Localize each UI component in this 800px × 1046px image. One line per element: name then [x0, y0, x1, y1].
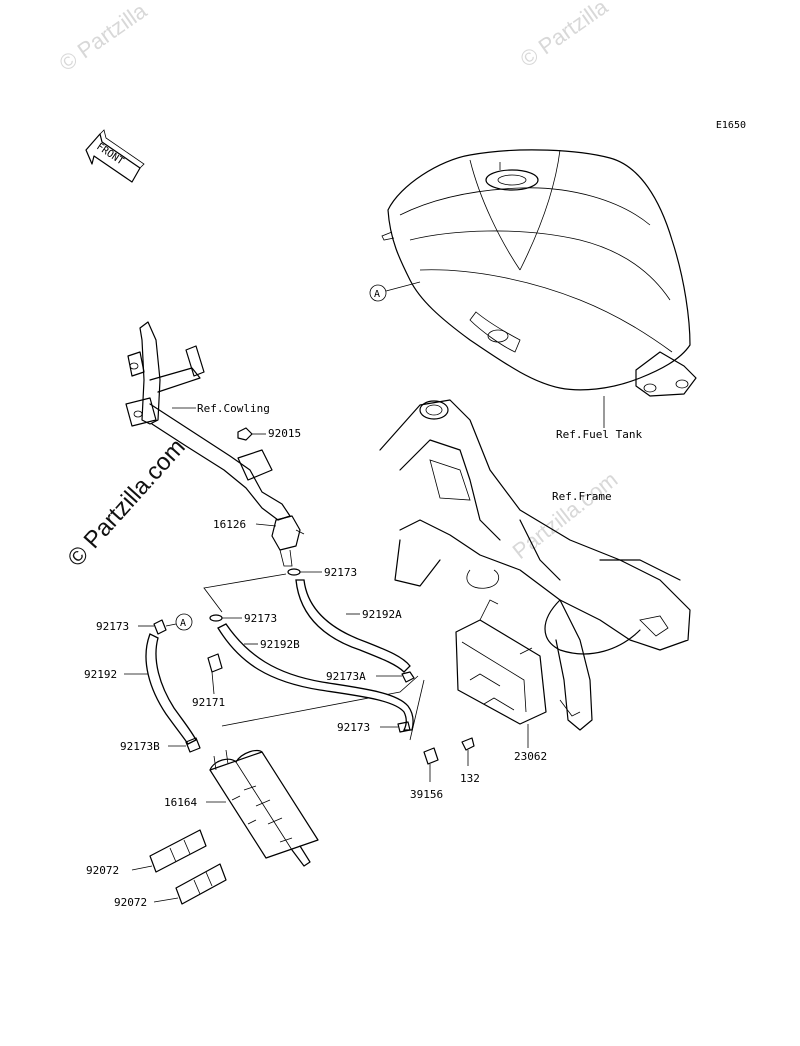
label-92173-bottom: 92173 [337, 721, 370, 734]
label-92173-left: 92173 [96, 620, 129, 633]
part-132-bolt: 132 [460, 737, 480, 785]
label-92192: 92192 [84, 668, 117, 681]
label-92192b: 92192B [260, 638, 300, 651]
part-39156-pad: 39156 [410, 747, 443, 801]
watermark-side: © Partzilla.com [62, 434, 190, 572]
part-92072-band-upper: 92072 [86, 829, 207, 877]
part-16164-canister: 16164 [164, 749, 319, 867]
part-92173a-clip: 92173A [326, 670, 415, 683]
part-92192b-hose: 92192B [217, 623, 414, 731]
front-arrow-icon: FRONT [85, 129, 145, 183]
svg-text:© Partzilla.com: © Partzilla.com [62, 434, 190, 572]
watermark-top-left: © Partzilla [55, 0, 152, 76]
label-16126: 16126 [213, 518, 246, 531]
part-92192-hose: 92192 [84, 633, 197, 745]
label-92072-upper: 92072 [86, 864, 119, 877]
label-16164: 16164 [164, 796, 197, 809]
label-92173-top: 92173 [324, 566, 357, 579]
label-92173a: 92173A [326, 670, 366, 683]
diagram-code: E1650 [716, 120, 746, 131]
ref-fuel-tank: Ref.Fuel Tank [556, 428, 642, 441]
svg-text:© Partzilla: © Partzilla [516, 0, 613, 72]
watermark-top-right: © Partzilla [516, 0, 613, 72]
label-132: 132 [460, 772, 480, 785]
part-92015-nut: 92015 [237, 427, 301, 441]
label-92015: 92015 [268, 427, 301, 440]
watermark-frame-overlay: Partzilla.com [508, 467, 623, 564]
ref-cowling: Ref.Cowling [197, 402, 270, 415]
label-92171: 92171 [192, 696, 225, 709]
svg-text:Partzilla.com: Partzilla.com [508, 467, 623, 564]
callout-a-tank: A [369, 281, 421, 302]
part-23062-bracket: 23062 [455, 599, 547, 763]
part-92171-clamp: 92171 [192, 653, 225, 709]
label-39156: 39156 [410, 788, 443, 801]
ref-frame: Ref.Frame [552, 490, 612, 503]
part-92173-clip-mid: 92173 [209, 612, 277, 625]
label-92173-mid: 92173 [244, 612, 277, 625]
part-16126-valve: 16126 [213, 515, 305, 567]
part-92173b-clip: 92173B [120, 737, 201, 753]
callout-a-hose: A [165, 613, 193, 631]
label-92192a: 92192A [362, 608, 402, 621]
svg-text:A: A [374, 289, 380, 300]
svg-text:A: A [180, 618, 186, 629]
part-92173-clip-top: 92173 [287, 566, 357, 579]
part-92173-clip-left: 92173 [96, 619, 167, 635]
part-92192a-hose: 92192A [295, 579, 411, 673]
fuel-tank [381, 149, 697, 397]
frame [379, 399, 691, 731]
label-92072-lower: 92072 [114, 896, 147, 909]
svg-text:© Partzilla: © Partzilla [55, 0, 152, 76]
label-92173b: 92173B [120, 740, 160, 753]
part-92173-clip-bottom: 92173 [337, 721, 411, 734]
front-label: FRONT [94, 141, 125, 167]
label-23062: 23062 [514, 750, 547, 763]
part-92072-band-lower: 92072 [114, 863, 227, 909]
